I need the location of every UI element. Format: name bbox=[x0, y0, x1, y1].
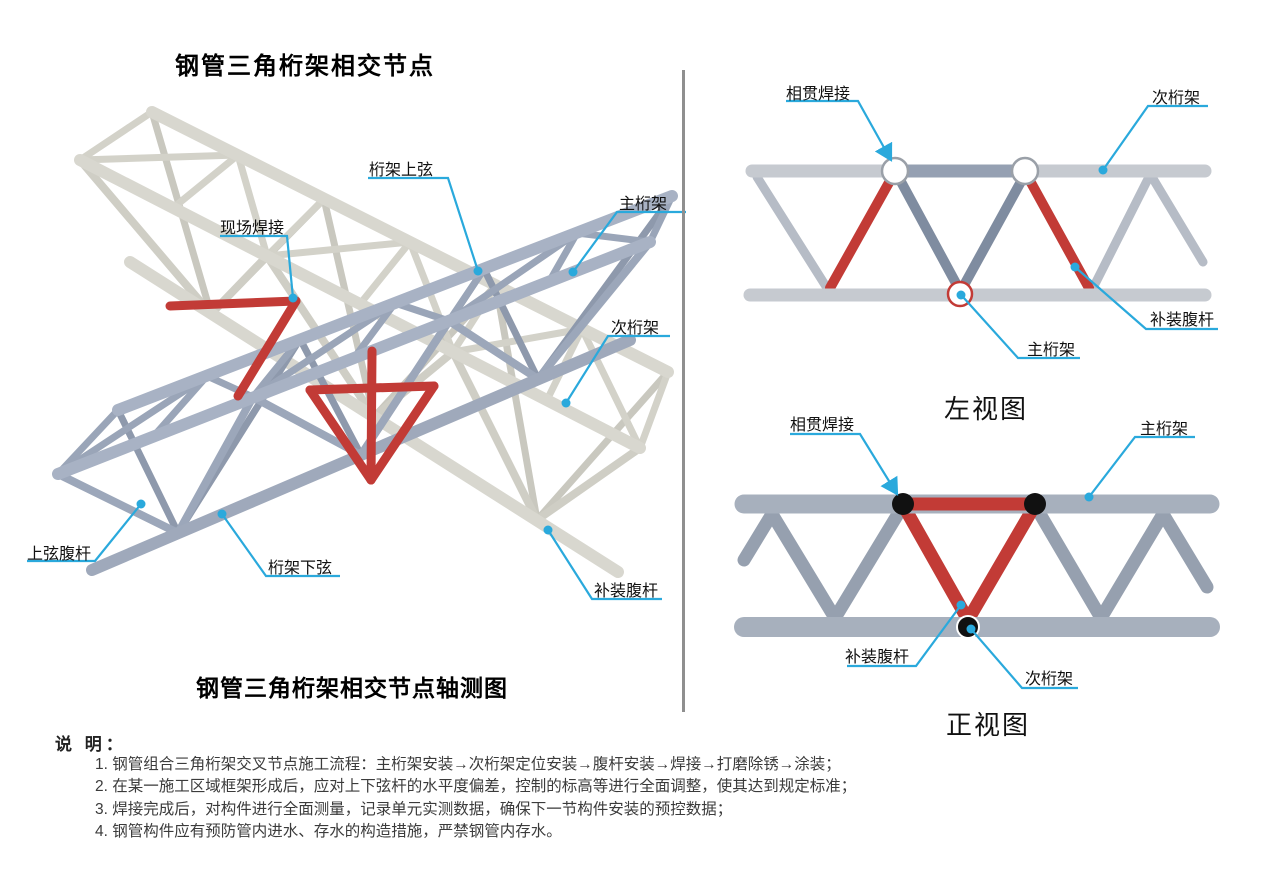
left-view-drawing bbox=[743, 156, 1212, 308]
note-line-2: 2. 在某一施工区域框架形成后，应对上下弦杆的水平度偏差，控制的标高等进行全面调… bbox=[95, 778, 857, 795]
axon-red-members bbox=[165, 296, 439, 485]
label-main-truss-axon: 主桁架 bbox=[619, 196, 668, 213]
label-secondary-truss-axon: 次桁架 bbox=[611, 320, 660, 337]
front-view-drawing bbox=[734, 493, 1220, 639]
label-bottom-chord: 桁架下弦 bbox=[268, 560, 333, 577]
axon-view-caption: 钢管三角桁架相交节点轴测图 bbox=[196, 675, 508, 701]
axon-secondary-truss bbox=[74, 106, 674, 578]
label-infill-web-lv: 补装腹杆 bbox=[1150, 312, 1215, 329]
weld-node-circle bbox=[1010, 156, 1040, 186]
label-main-truss-fv: 主桁架 bbox=[1140, 421, 1189, 438]
label-secondary-truss-fv: 次桁架 bbox=[1025, 671, 1074, 688]
label-intersect-weld-lv: 相贯焊接 bbox=[786, 86, 851, 103]
leader-lines bbox=[27, 99, 1218, 690]
weld-node-dot bbox=[1024, 493, 1046, 515]
label-field-weld: 现场焊接 bbox=[220, 220, 285, 237]
label-top-chord-web: 上弦腹杆 bbox=[27, 546, 92, 563]
label-top-chord: 桁架上弦 bbox=[369, 162, 434, 179]
note-line-1: 1. 钢管组合三角桁架交叉节点施工流程：主桁架安装→次桁架定位安装→腹杆安装→焊… bbox=[95, 756, 841, 773]
note-line-3: 3. 焊接完成后，对构件进行全面测量，记录单元实测数据，确保下一节构件安装的预控… bbox=[95, 801, 733, 818]
note-line-4: 4. 钢管构件应有预防管内进水、存水的构造措施，严禁钢管内存水。 bbox=[95, 823, 562, 840]
notes-heading: 说 明： bbox=[55, 735, 127, 754]
label-infill-web-axon: 补装腹杆 bbox=[594, 583, 659, 600]
panel-divider bbox=[682, 70, 685, 712]
left-view-caption: 左视图 bbox=[944, 394, 1029, 424]
weld-node-dot bbox=[892, 493, 914, 515]
axon-main-truss bbox=[52, 190, 678, 576]
label-infill-web-fv: 补装腹杆 bbox=[845, 649, 910, 666]
page-title: 钢管三角桁架相交节点 bbox=[175, 53, 435, 80]
label-main-truss-lv: 主桁架 bbox=[1027, 342, 1076, 359]
front-view-caption: 正视图 bbox=[946, 710, 1031, 740]
weld-node-circle bbox=[880, 156, 910, 186]
label-secondary-truss-lv: 次桁架 bbox=[1152, 90, 1201, 107]
label-intersect-weld-fv: 相贯焊接 bbox=[790, 417, 855, 434]
